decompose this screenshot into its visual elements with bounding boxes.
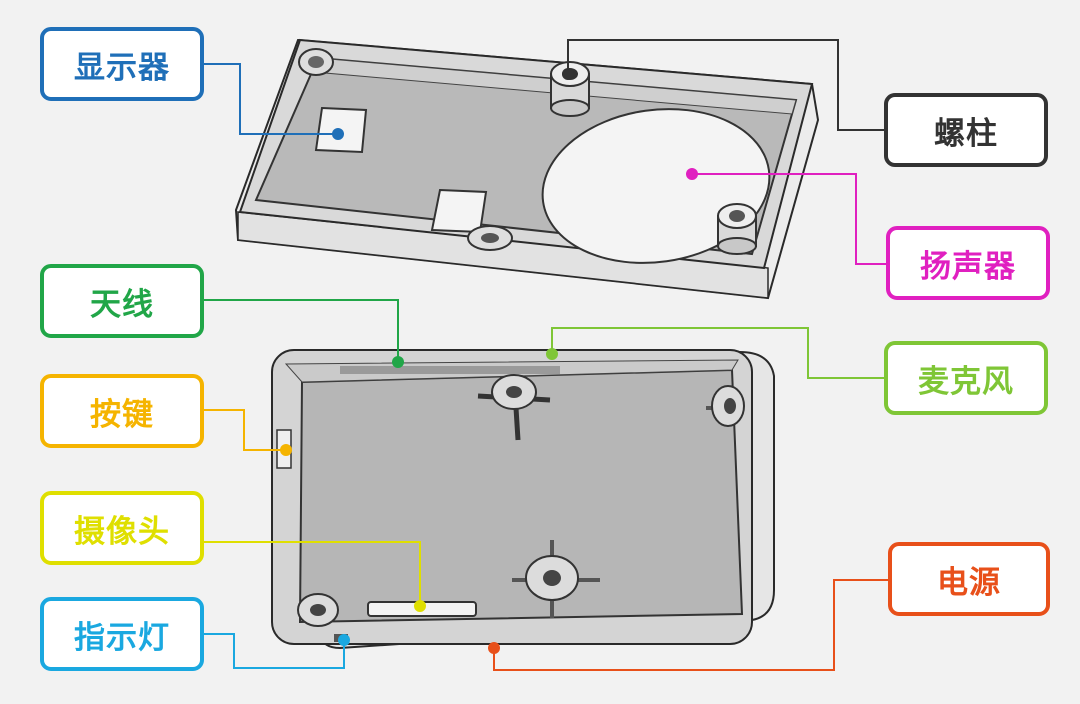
top-left-screw-post xyxy=(298,48,334,76)
antenna-leader xyxy=(202,299,399,362)
button-label: 按键 xyxy=(40,374,204,448)
screw-post-dot xyxy=(562,68,574,80)
top-cover xyxy=(234,38,820,300)
camera-leader xyxy=(202,541,421,606)
display-label: 显示器 xyxy=(40,27,204,101)
power-leader xyxy=(493,579,890,671)
camera-dot xyxy=(414,600,426,612)
microphone-leader xyxy=(551,327,886,379)
leader-lines xyxy=(202,39,890,671)
button-leader xyxy=(202,409,286,451)
top-wall-slot xyxy=(340,366,560,374)
power-dot xyxy=(488,642,500,654)
speaker-label: 扬声器 xyxy=(886,226,1050,300)
microphone-label: 麦克风 xyxy=(884,341,1048,415)
antenna-dot xyxy=(392,356,404,368)
bottom-case xyxy=(271,349,775,650)
center-boss xyxy=(512,540,600,618)
microphone-dot xyxy=(546,348,558,360)
speaker-opening xyxy=(541,108,771,264)
indicator-dot xyxy=(338,634,350,646)
display-dot xyxy=(332,128,344,140)
bottom-screw-post xyxy=(467,225,513,251)
indicator-leader xyxy=(202,633,345,669)
display-leader xyxy=(202,63,338,135)
corner-boss xyxy=(297,593,339,627)
right-boss xyxy=(706,385,745,427)
indicator-label: 指示灯 xyxy=(40,597,204,671)
camera-label: 摄像头 xyxy=(40,491,204,565)
button-dot xyxy=(280,444,292,456)
power-label: 电源 xyxy=(888,542,1050,616)
leader-dots xyxy=(280,68,698,654)
speaker-screw-post xyxy=(717,203,757,255)
antenna-label: 天线 xyxy=(40,264,204,338)
screw-post-leader xyxy=(567,39,884,131)
top-boss xyxy=(477,374,551,441)
screw-post-label: 螺柱 xyxy=(884,93,1048,167)
speaker-leader xyxy=(692,173,888,265)
lower-window xyxy=(430,188,488,234)
speaker-dot xyxy=(686,168,698,180)
